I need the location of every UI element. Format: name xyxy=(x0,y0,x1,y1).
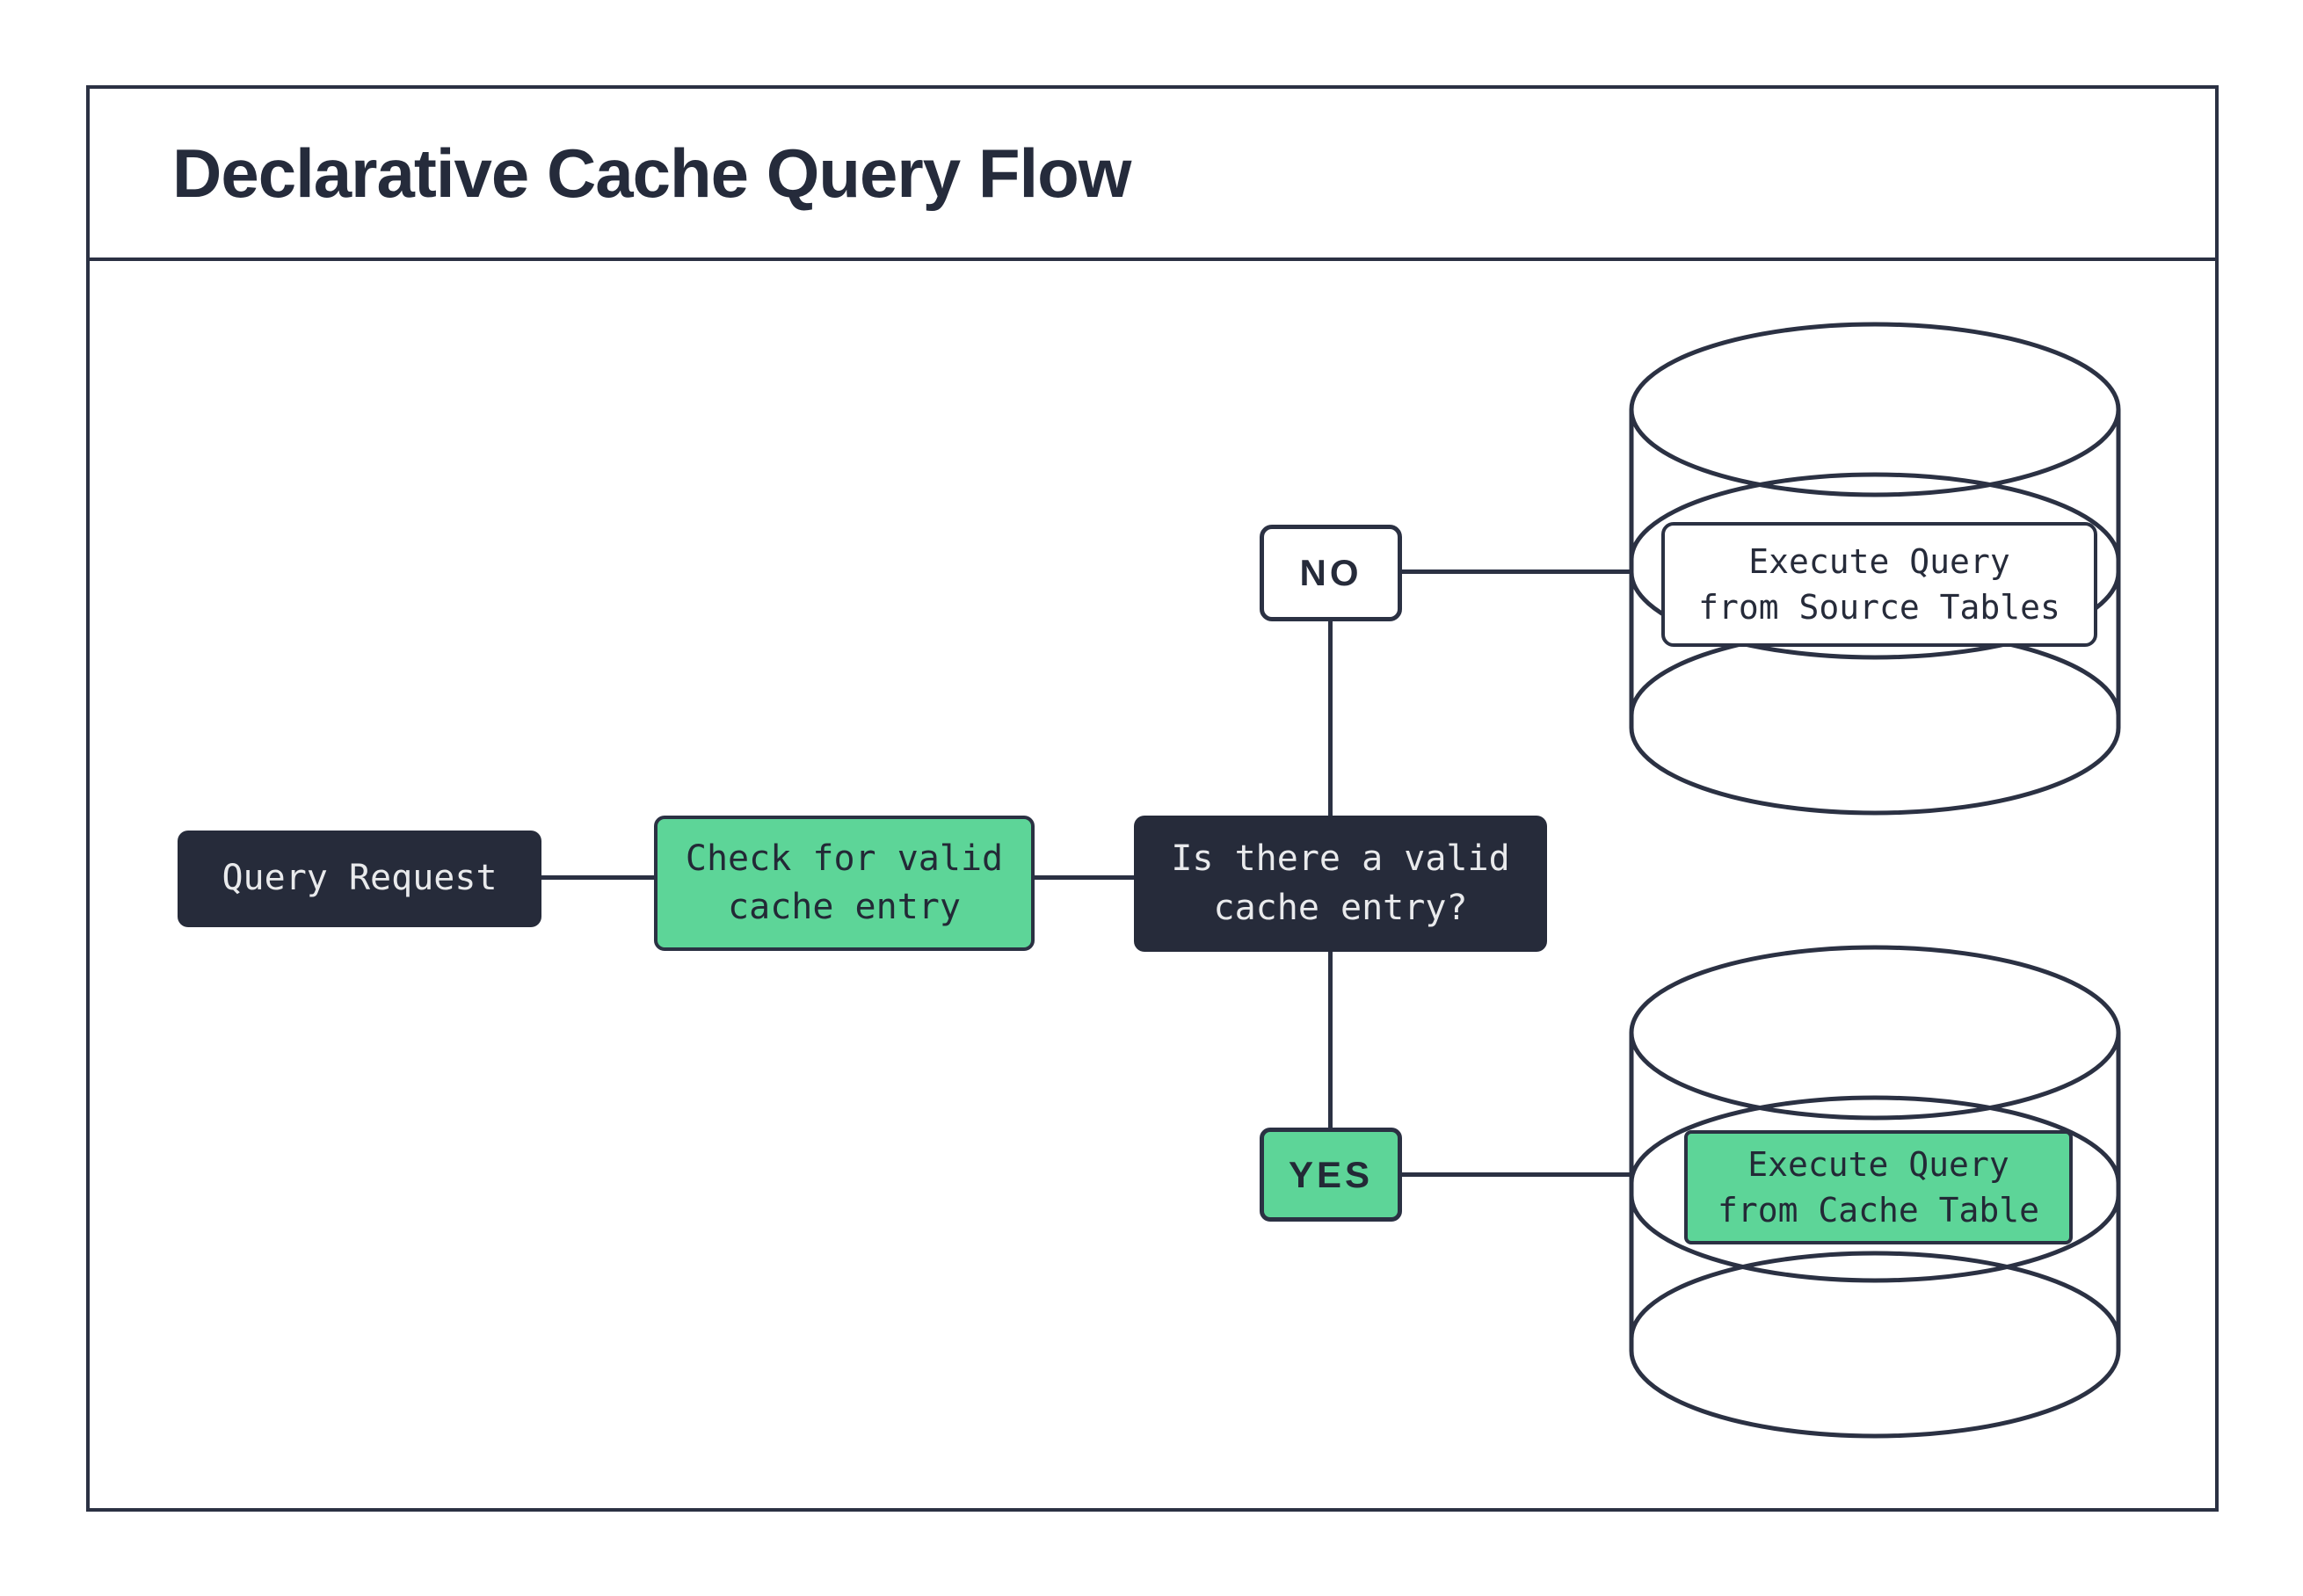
cache-database-icon xyxy=(1629,945,2121,1439)
node-check-cache: Check for valid cache entry xyxy=(654,816,1035,951)
connector-no-to-source-db xyxy=(1402,569,1632,574)
label-yes-branch: YES xyxy=(1260,1128,1402,1222)
connector-decision-to-no xyxy=(1328,620,1333,817)
connector-request-to-check xyxy=(540,875,656,880)
title-bar: Declarative Cache Query Flow xyxy=(86,85,2219,261)
node-query-request: Query Request xyxy=(178,831,541,927)
connector-decision-to-yes xyxy=(1328,950,1333,1130)
connector-check-to-decision xyxy=(1035,875,1136,880)
node-execute-source: Execute Query from Source Tables xyxy=(1661,522,2097,647)
label-no-branch: NO xyxy=(1260,525,1402,621)
connector-yes-to-cache-db xyxy=(1402,1172,1632,1177)
node-decision: Is there a valid cache entry? xyxy=(1134,816,1547,952)
page-title: Declarative Cache Query Flow xyxy=(172,134,1131,212)
node-execute-cache: Execute Query from Cache Table xyxy=(1684,1130,2073,1244)
